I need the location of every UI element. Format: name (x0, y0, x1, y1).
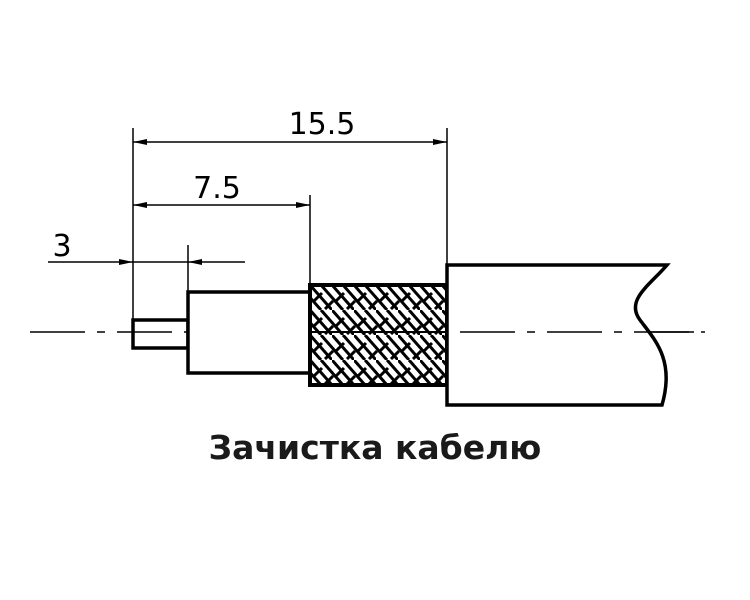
dimension-label-3: 3 (52, 229, 71, 264)
extension-lines (132, 128, 448, 320)
braid-shield (308, 283, 449, 387)
dimension-label-7-5: 7.5 (193, 171, 241, 206)
diagram-title: Зачистка кабелю (208, 428, 542, 467)
dielectric (186, 290, 312, 375)
dimension-3: 3 (48, 229, 245, 265)
dimension-15-5: 15.5 (133, 107, 447, 145)
dimension-label-15-5: 15.5 (289, 107, 356, 142)
dimension-7-5: 7.5 (133, 171, 310, 208)
center-conductor (131, 318, 190, 350)
outer-jacket (445, 263, 671, 407)
